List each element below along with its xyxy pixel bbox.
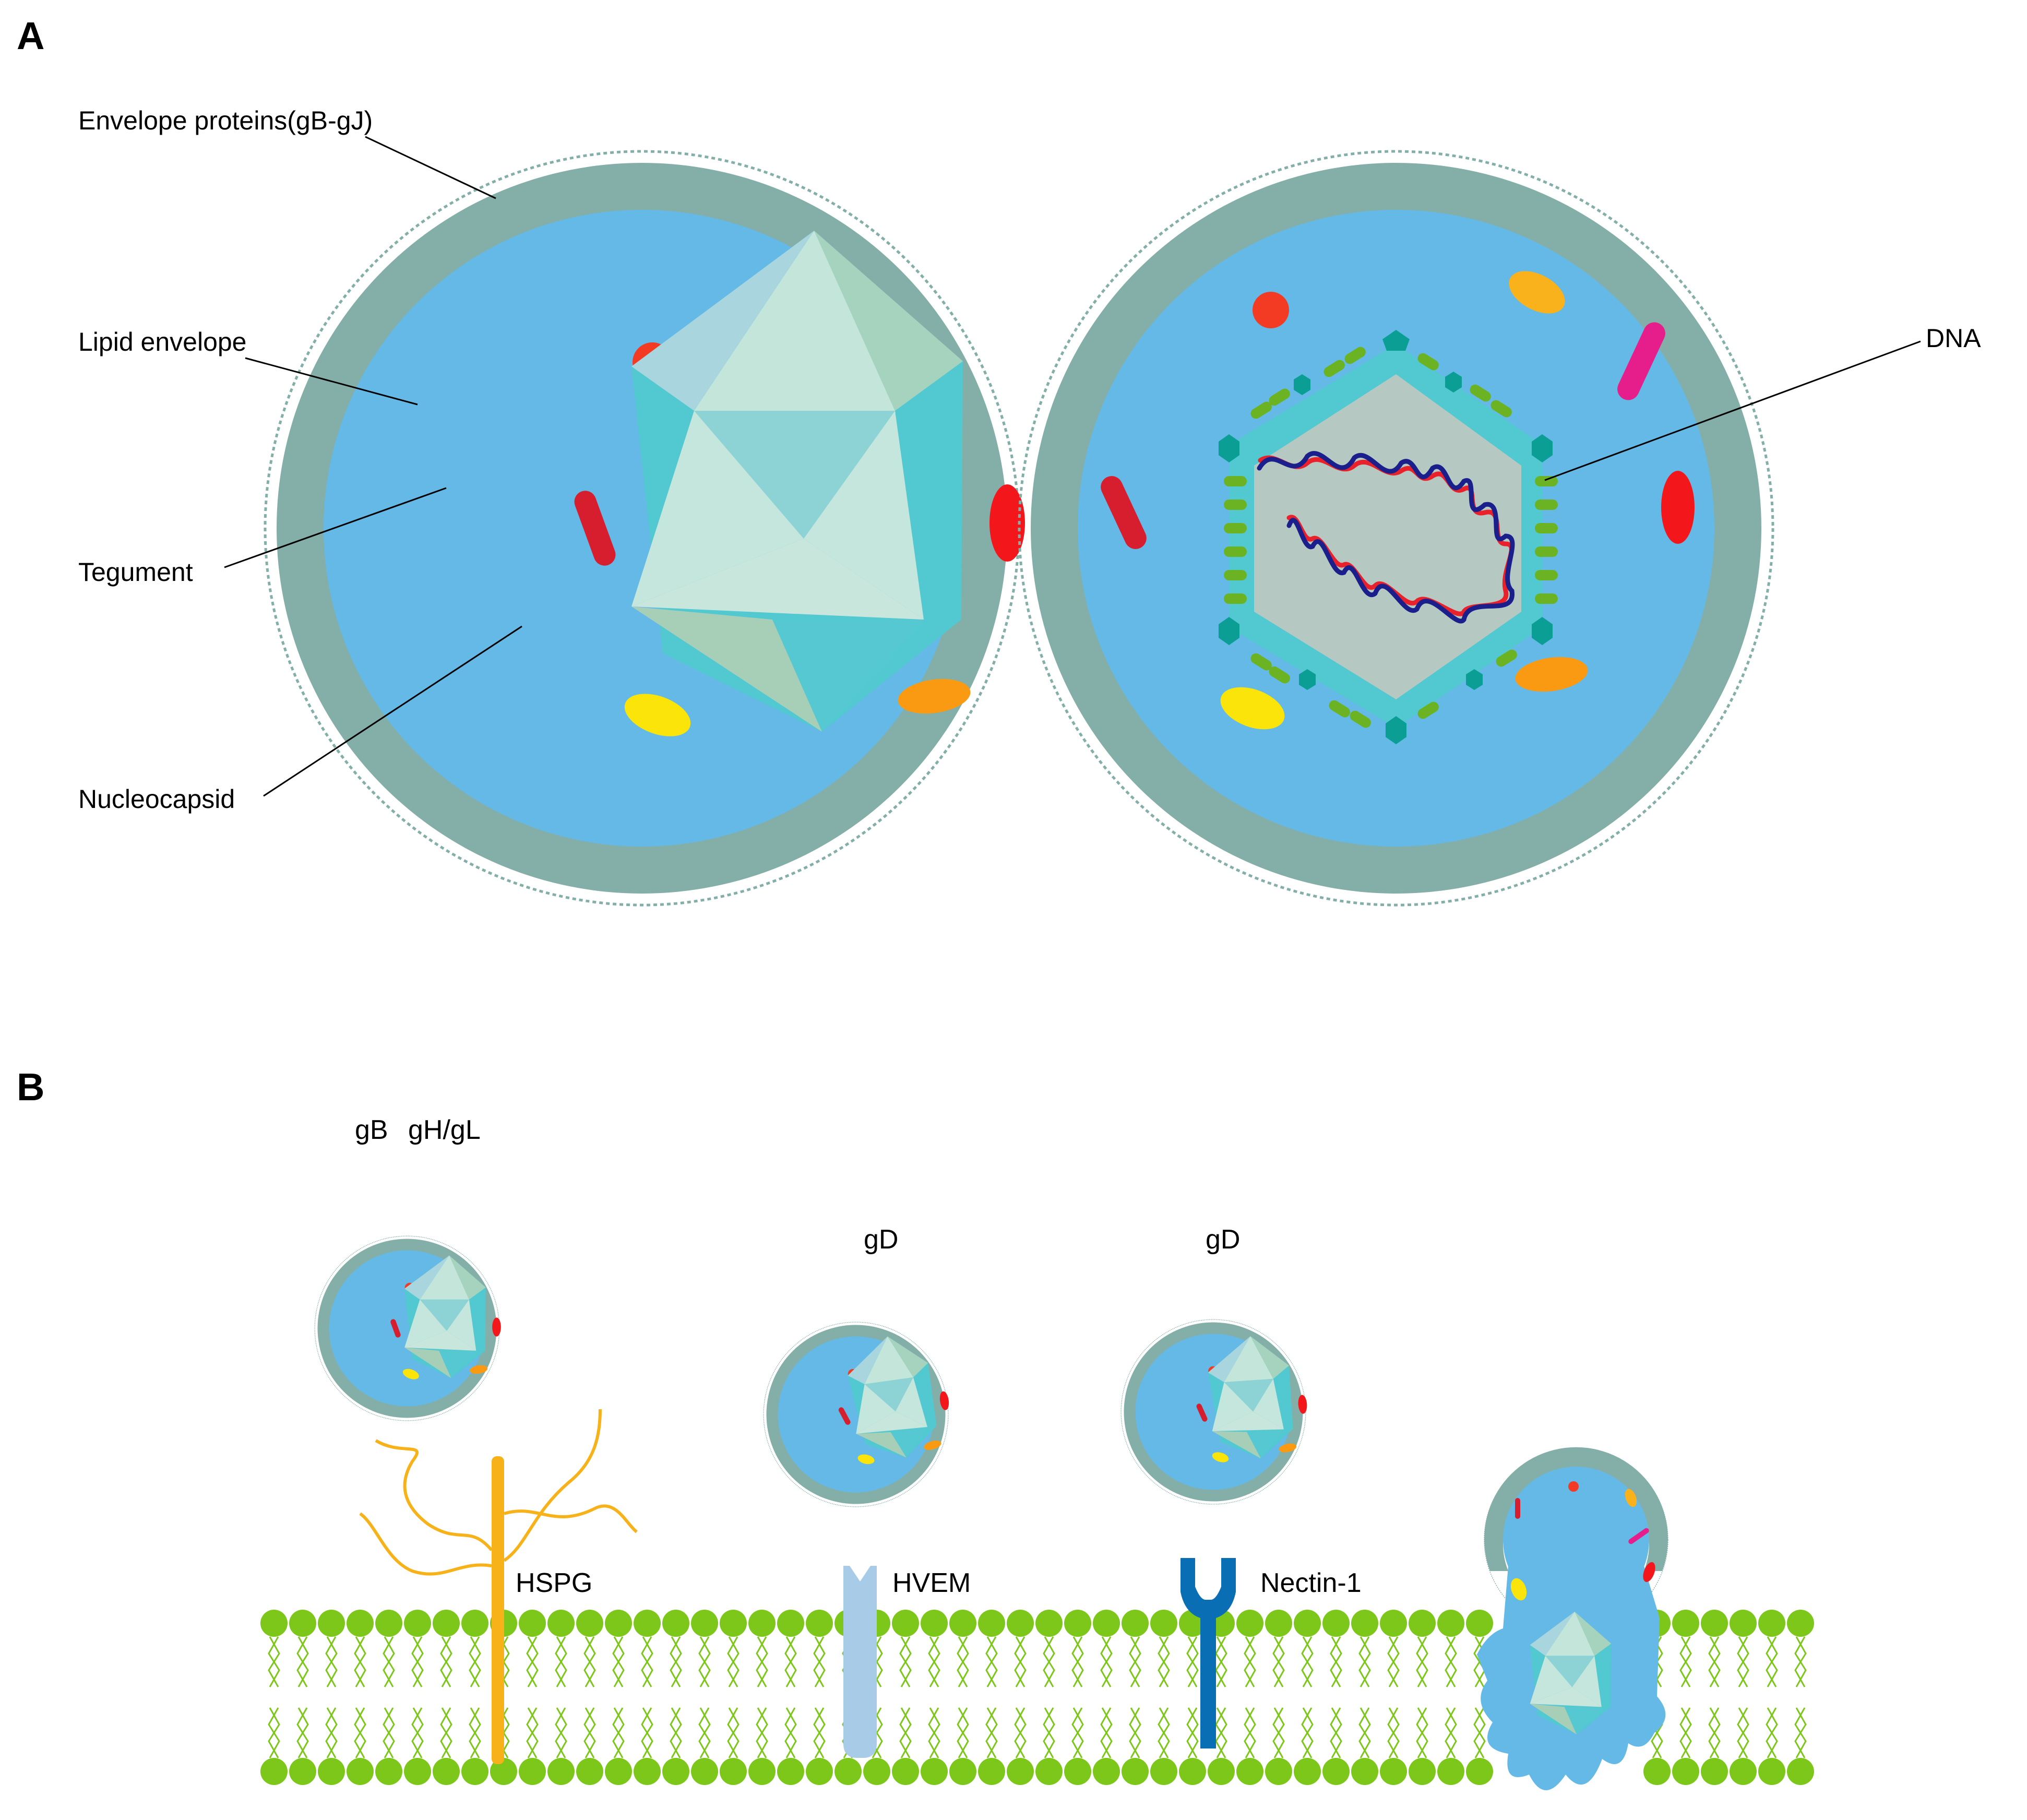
hvem-receptor bbox=[843, 1566, 877, 1758]
label-hspg: HSPG bbox=[516, 1568, 592, 1598]
label-hvem: HVEM bbox=[892, 1568, 971, 1598]
leader-envelope-proteins bbox=[365, 136, 496, 199]
virion-cutaway-view bbox=[1019, 151, 1773, 905]
virion-fusing-with-membrane bbox=[1477, 1447, 1668, 1790]
hspg-receptor bbox=[359, 1409, 638, 1764]
virion-hspg-attachment bbox=[315, 1236, 501, 1421]
leader-tegument bbox=[224, 487, 447, 568]
panel-a-letter: A bbox=[17, 14, 44, 57]
leader-nucleocapsid bbox=[263, 625, 522, 797]
label-gd-nectin: gD bbox=[1206, 1224, 1240, 1255]
label-gd-hvem: gD bbox=[864, 1224, 898, 1255]
label-nucleocapsid: Nucleocapsid bbox=[78, 784, 235, 814]
label-nectin-1: Nectin-1 bbox=[1260, 1568, 1362, 1598]
virion-exterior-view bbox=[265, 151, 1025, 905]
panel-b-letter: B bbox=[17, 1065, 44, 1109]
label-lipid-envelope: Lipid envelope bbox=[78, 327, 247, 356]
label-tegument: Tegument bbox=[78, 557, 193, 587]
leader-dna bbox=[1544, 340, 1921, 481]
virion-nectin-binding bbox=[1115, 1313, 1314, 1510]
label-gb: gB bbox=[355, 1115, 388, 1145]
label-dna: DNA bbox=[1926, 324, 1981, 353]
nectin-1-receptor bbox=[1181, 1558, 1236, 1748]
label-gh-gl: gH/gL bbox=[408, 1115, 481, 1145]
leader-lipid-envelope bbox=[245, 357, 418, 406]
virion-hvem-binding bbox=[752, 1310, 961, 1519]
label-envelope-proteins: Envelope proteins(gB-gJ) bbox=[78, 106, 373, 135]
